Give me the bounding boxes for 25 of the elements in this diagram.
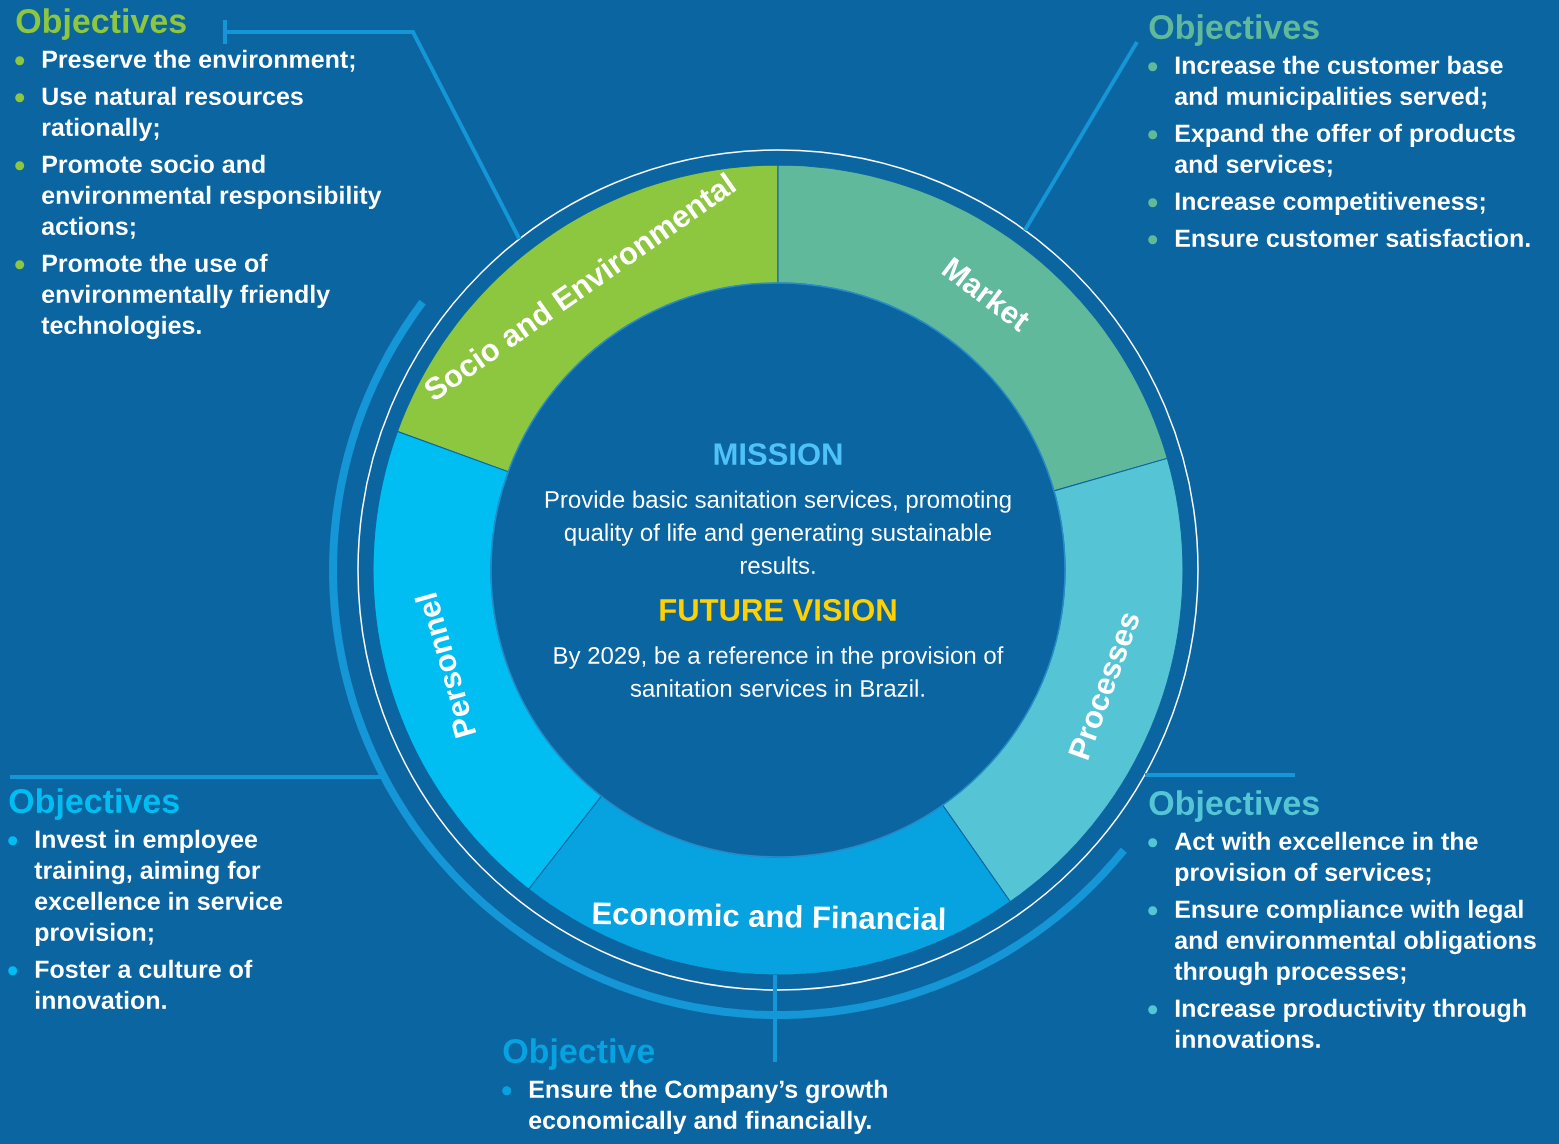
node-label: Preserve the environment; bbox=[42, 49, 355, 72]
leader-line bbox=[223, 20, 522, 240]
objectives-list: Objectives Preserve the environment; Use natural resources rationally; Promote socio and environmental responsibility actions; Promote the use of environmentally friendly technologies. bbox=[15, 8, 382, 340]
node-label: Ensure customer satisfaction. bbox=[1175, 228, 1530, 248]
objectives-list: Objective Ensure the Company’s growth economically and financially. bbox=[502, 1038, 887, 1135]
node-label: Foster a culture of innovation. bbox=[35, 959, 253, 1010]
node-label: Invest in employee training, aiming for excellence in service provision; bbox=[34, 829, 283, 947]
node-label: Ensure the Company’s growth economically and financially. bbox=[529, 1079, 887, 1135]
leader-line bbox=[1145, 773, 1295, 777]
node-label: Increase productivity through innovations. bbox=[1175, 998, 1526, 1049]
ring-segment: Economic and Financial bbox=[528, 795, 1011, 976]
node-label: Expand the offer of products and services; bbox=[1174, 123, 1515, 177]
node-label: Use natural resources rationally; bbox=[42, 86, 303, 142]
leader-line bbox=[1023, 40, 1139, 232]
leader-line bbox=[10, 775, 384, 779]
node-label: Objectives bbox=[16, 8, 186, 40]
node-label: Objective bbox=[503, 1038, 655, 1070]
node-label: Objectives bbox=[1149, 14, 1319, 46]
node-label: Promote the use of environmentally friendly technologies. bbox=[41, 253, 331, 340]
objectives-list: Objectives Invest in employee training, aiming for excellence in service provision; Foster a culture of innovation. bbox=[8, 788, 283, 1010]
node-label: Promote socio and environmental responsibility actions; bbox=[41, 154, 382, 239]
leader-line bbox=[773, 975, 777, 1062]
node-label: Objectives bbox=[9, 788, 179, 820]
node-label: Increase competitiveness; bbox=[1175, 191, 1485, 216]
node-label: Increase the customer base and municipalities served; bbox=[1174, 55, 1503, 111]
